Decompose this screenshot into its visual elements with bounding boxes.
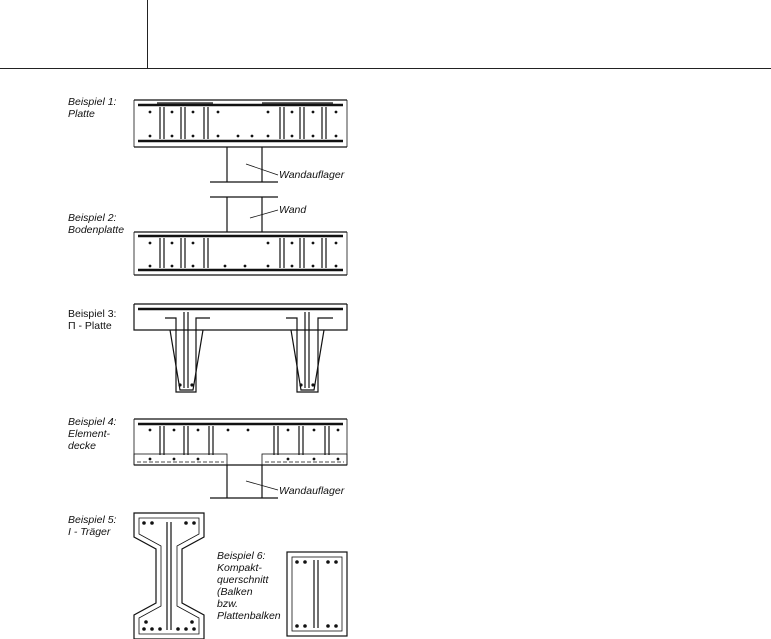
example-1-slab bbox=[134, 100, 347, 182]
example-5-i-beam bbox=[134, 513, 204, 639]
example-2-ground-slab bbox=[134, 197, 347, 275]
example-6-compact-section bbox=[287, 552, 347, 636]
example-3-pi-slab bbox=[134, 304, 347, 392]
example-4-element-slab bbox=[134, 419, 347, 498]
